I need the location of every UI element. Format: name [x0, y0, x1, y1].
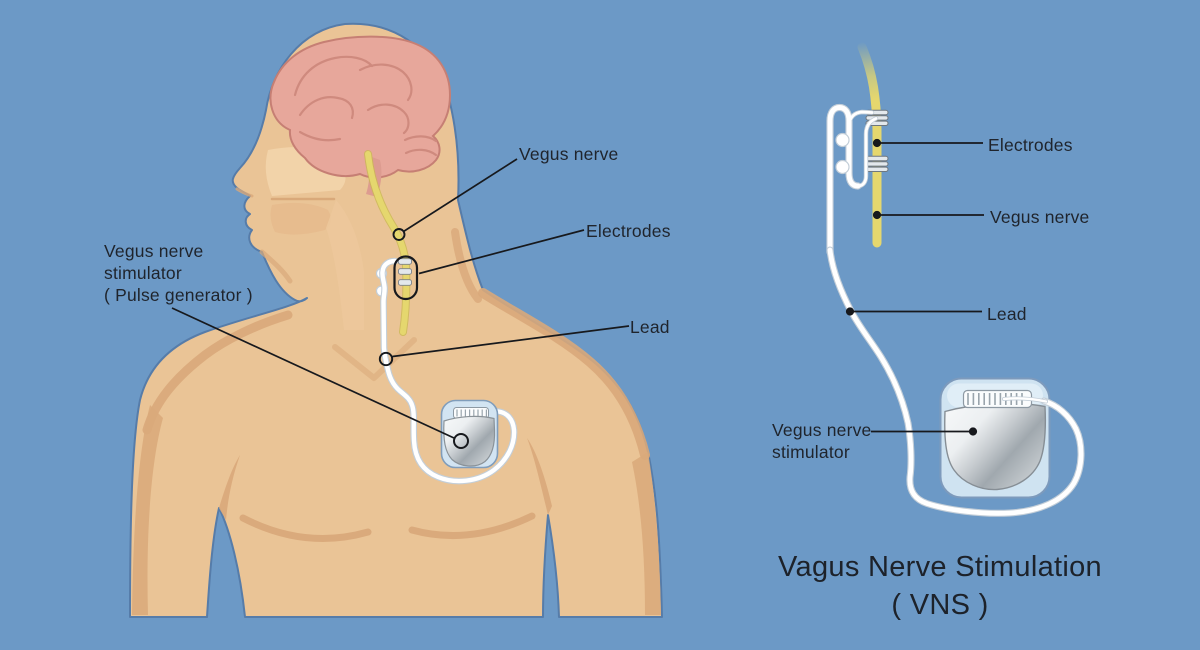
diagram-title: Vagus Nerve Stimulation ( VNS )	[700, 548, 1180, 624]
lead-anchor-assembly	[826, 103, 879, 256]
vagus-nerve-left	[364, 150, 411, 336]
body-shading-fills	[132, 405, 661, 615]
lead-right	[826, 246, 1085, 517]
body-figure	[129, 22, 663, 618]
label-stimulator-left-line3: ( Pulse generator )	[104, 285, 253, 305]
marker-dot-electrodes	[872, 138, 882, 148]
marker-dot-nerve	[872, 210, 882, 220]
detail-figure	[826, 42, 1085, 517]
label-lead-left: Lead	[630, 317, 670, 337]
connector-comb-left	[456, 409, 487, 417]
electrode-coils-left	[398, 258, 412, 286]
pulse-generator-left	[440, 399, 499, 469]
marker-stadium-electrodes	[393, 255, 419, 301]
label-stimulator-left: Vegus nerve stimulator ( Pulse generator…	[104, 240, 253, 306]
leader-nerve-left	[403, 158, 518, 233]
label-stimulator-left-line1: Vegus nerve	[104, 241, 204, 261]
connector-comb-right	[967, 393, 1023, 405]
label-stimulator-right-line2: stimulator	[772, 442, 850, 462]
marker-circle-nerve	[392, 228, 406, 241]
label-vagus-nerve-left: Vegus nerve	[519, 144, 619, 164]
label-lead-right: Lead	[987, 304, 1027, 324]
marker-dot-lead	[845, 307, 855, 316]
leader-lead-left	[392, 325, 630, 358]
callouts-right	[845, 138, 984, 436]
marker-circle-stimulator	[453, 433, 469, 449]
leader-electrodes-left	[418, 229, 585, 275]
label-electrodes-left: Electrodes	[586, 221, 671, 241]
lead-left	[375, 257, 518, 485]
marker-circle-lead	[378, 351, 394, 367]
label-stimulator-right: Vegus nerve stimulator	[772, 419, 872, 463]
label-stimulator-right-line1: Vegus nerve	[772, 420, 872, 440]
leader-stimulator-left	[171, 307, 455, 439]
diagram-title-line2: ( VNS )	[891, 589, 989, 621]
label-vagus-nerve-right: Vegus nerve	[990, 207, 1090, 227]
diagram-title-line1: Vagus Nerve Stimulation	[778, 551, 1102, 583]
label-electrodes-right: Electrodes	[988, 135, 1073, 155]
body-shading	[142, 187, 650, 542]
marker-dot-stimulator	[968, 427, 978, 436]
stimulator-device-right	[939, 377, 1051, 499]
brain-gyri	[293, 55, 438, 157]
callouts-left	[171, 158, 630, 449]
label-stimulator-left-line2: stimulator	[104, 263, 182, 283]
brain	[269, 35, 452, 197]
